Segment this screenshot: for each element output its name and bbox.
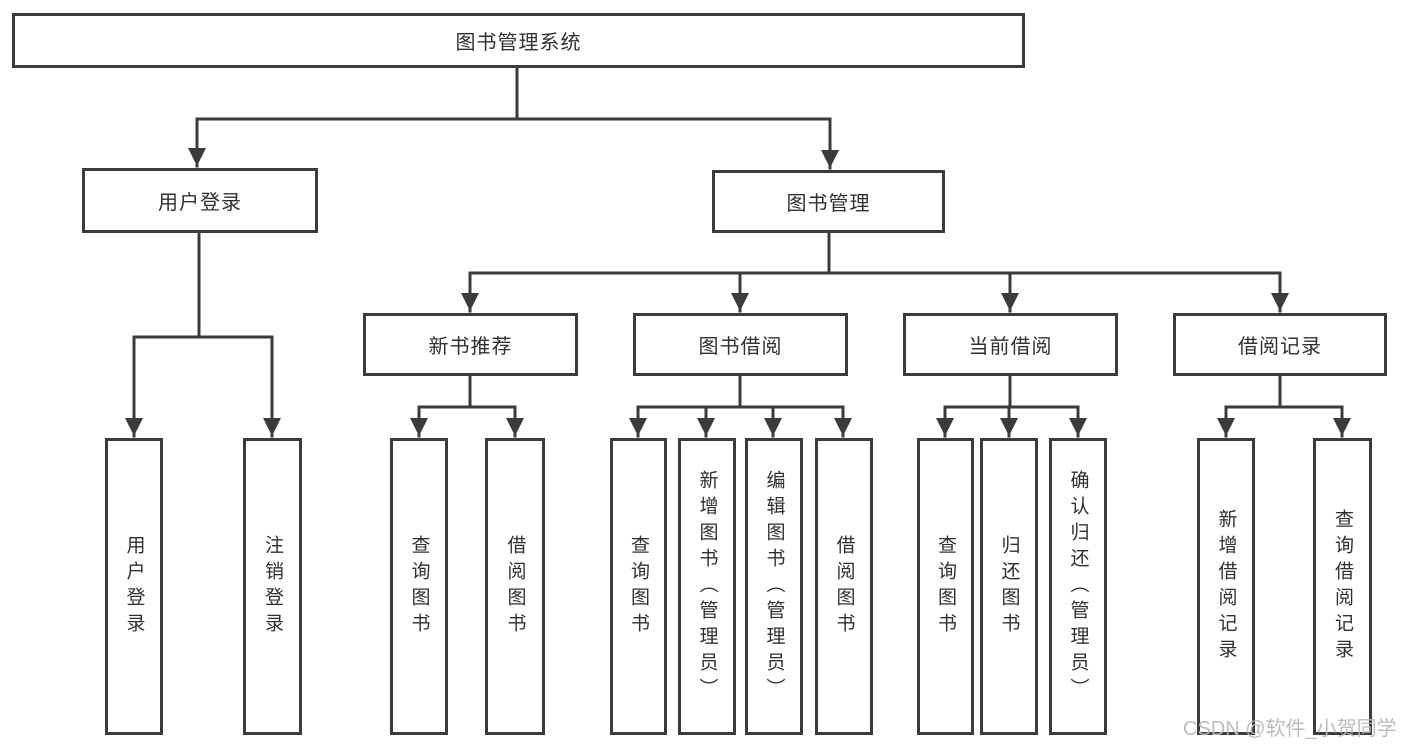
- leaf-borrow-books: 借阅图书: [815, 438, 873, 735]
- leaf-edit-books-admin: 编辑图书（管理员）: [745, 438, 803, 735]
- leaf-logout: 注销登录: [243, 438, 302, 735]
- leaf-add-borrow-record: 新增借阅记录: [1197, 438, 1255, 735]
- leaf-query-books-recommend: 查询图书: [390, 438, 448, 735]
- leaf-query-books-borrow: 查询图书: [610, 438, 667, 735]
- leaf-confirm-return-admin: 确认归还（管理员）: [1049, 438, 1107, 735]
- node-borrow-record: 借阅记录: [1173, 313, 1387, 376]
- node-user-login: 用户登录: [82, 168, 318, 233]
- leaf-add-books-admin: 新增图书（管理员）: [678, 438, 736, 735]
- leaf-return-books: 归还图书: [980, 438, 1038, 735]
- leaf-borrow-books-recommend: 借阅图书: [485, 438, 545, 735]
- leaf-user-login: 用户登录: [105, 438, 163, 735]
- leaf-query-books-current: 查询图书: [917, 438, 974, 735]
- node-book-management: 图书管理: [712, 170, 945, 233]
- node-book-borrow: 图书借阅: [633, 313, 848, 376]
- node-library-management-system: 图书管理系统: [12, 13, 1025, 68]
- leaf-query-borrow-record: 查询借阅记录: [1313, 438, 1372, 735]
- node-current-borrow: 当前借阅: [903, 313, 1118, 376]
- node-new-book-recommend: 新书推荐: [363, 313, 578, 376]
- csdn-watermark: CSDN @软件_小贺同学: [1183, 718, 1397, 740]
